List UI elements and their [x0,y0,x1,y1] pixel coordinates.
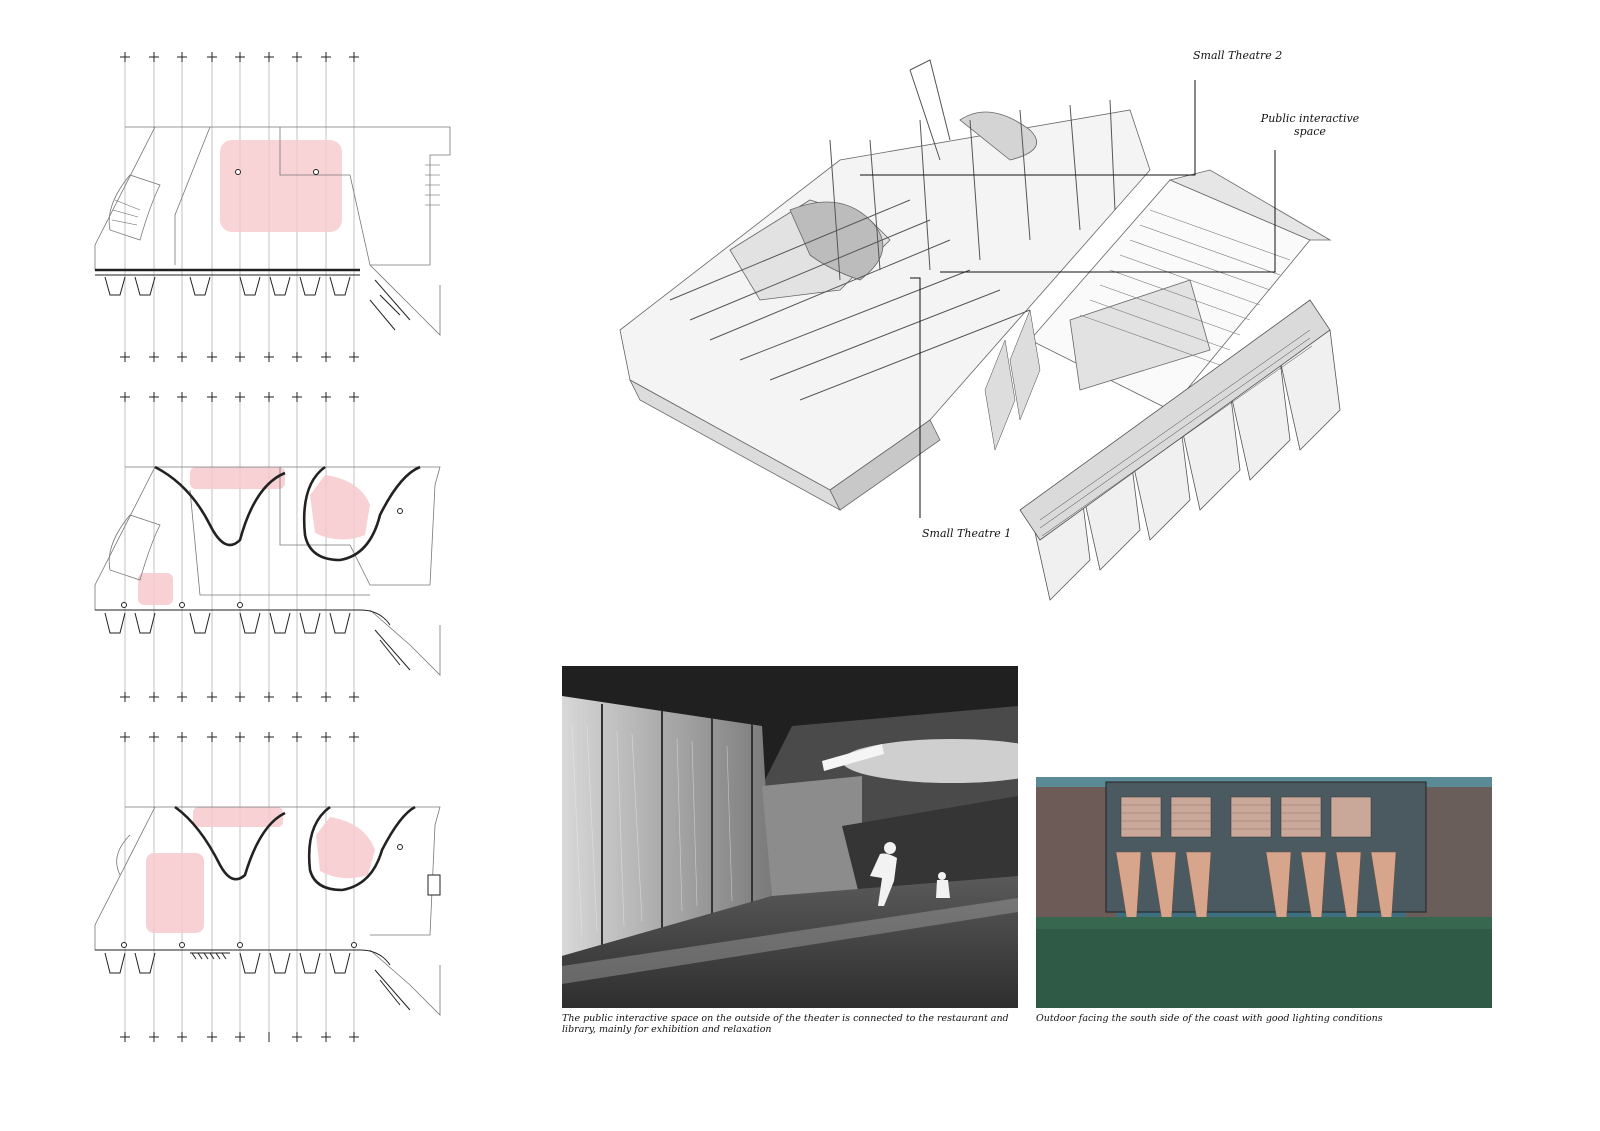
human-figures [870,842,950,906]
highlight-zone [190,467,285,489]
exterior-caption: Outdoor facing the south side of the coa… [1036,1013,1383,1024]
grid-markers [120,732,359,1042]
label-small-theatre-1: Small Theatre 1 [922,527,1012,540]
theatre-block [619,109,1151,511]
theatre-walls [174,805,416,892]
louvres [984,309,1313,537]
theatre-walls [154,465,421,562]
leader-lines [860,80,1276,518]
grid-markers [120,52,359,362]
axonometric-drawing [619,59,1341,601]
seating-rows [1079,209,1291,366]
highlight-zone [316,817,375,879]
label-small-theatre-2: Small Theatre 2 [1193,49,1283,62]
highlight-zone [146,853,204,933]
interior-caption: The public interactive space on the outs… [562,1013,1009,1035]
louvre-panels [1120,796,1372,838]
floor-plan-1 [94,52,451,362]
label-line-2: space [1294,125,1326,138]
exterior-render [1036,777,1492,1008]
highlight-zone [193,807,283,827]
floor-plan-3 [94,732,441,1042]
highlight-zone [220,140,342,232]
label-line-1: Public interactive [1260,112,1360,125]
floor-plan-2 [94,392,441,702]
grid-markers [120,392,359,702]
highlight-zone [138,573,173,605]
label-public-interactive-space: Public interactive space [1255,112,1365,138]
facade-fins [1019,299,1341,601]
grid-axes [124,397,355,697]
interior-render [562,666,1018,1008]
highlight-zone [310,475,370,540]
public-space-block [1029,169,1332,411]
